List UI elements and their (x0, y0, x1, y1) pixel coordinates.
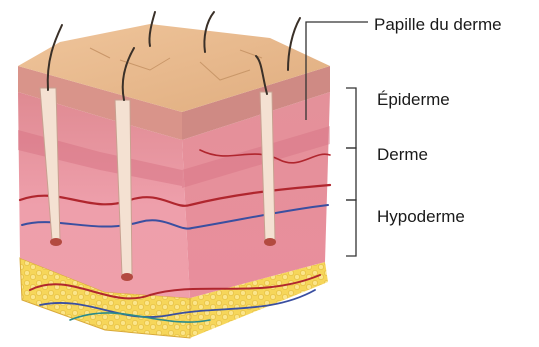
derme-label: Derme (377, 146, 428, 163)
hypoderme-bracket (346, 200, 356, 256)
epiderme-label: Épiderme (377, 91, 450, 108)
derme-bracket (346, 148, 356, 200)
papille-du-derme-label: Papille du derme (374, 16, 502, 33)
epiderme-bracket (346, 88, 356, 148)
hypoderme-label: Hypoderme (377, 208, 465, 225)
